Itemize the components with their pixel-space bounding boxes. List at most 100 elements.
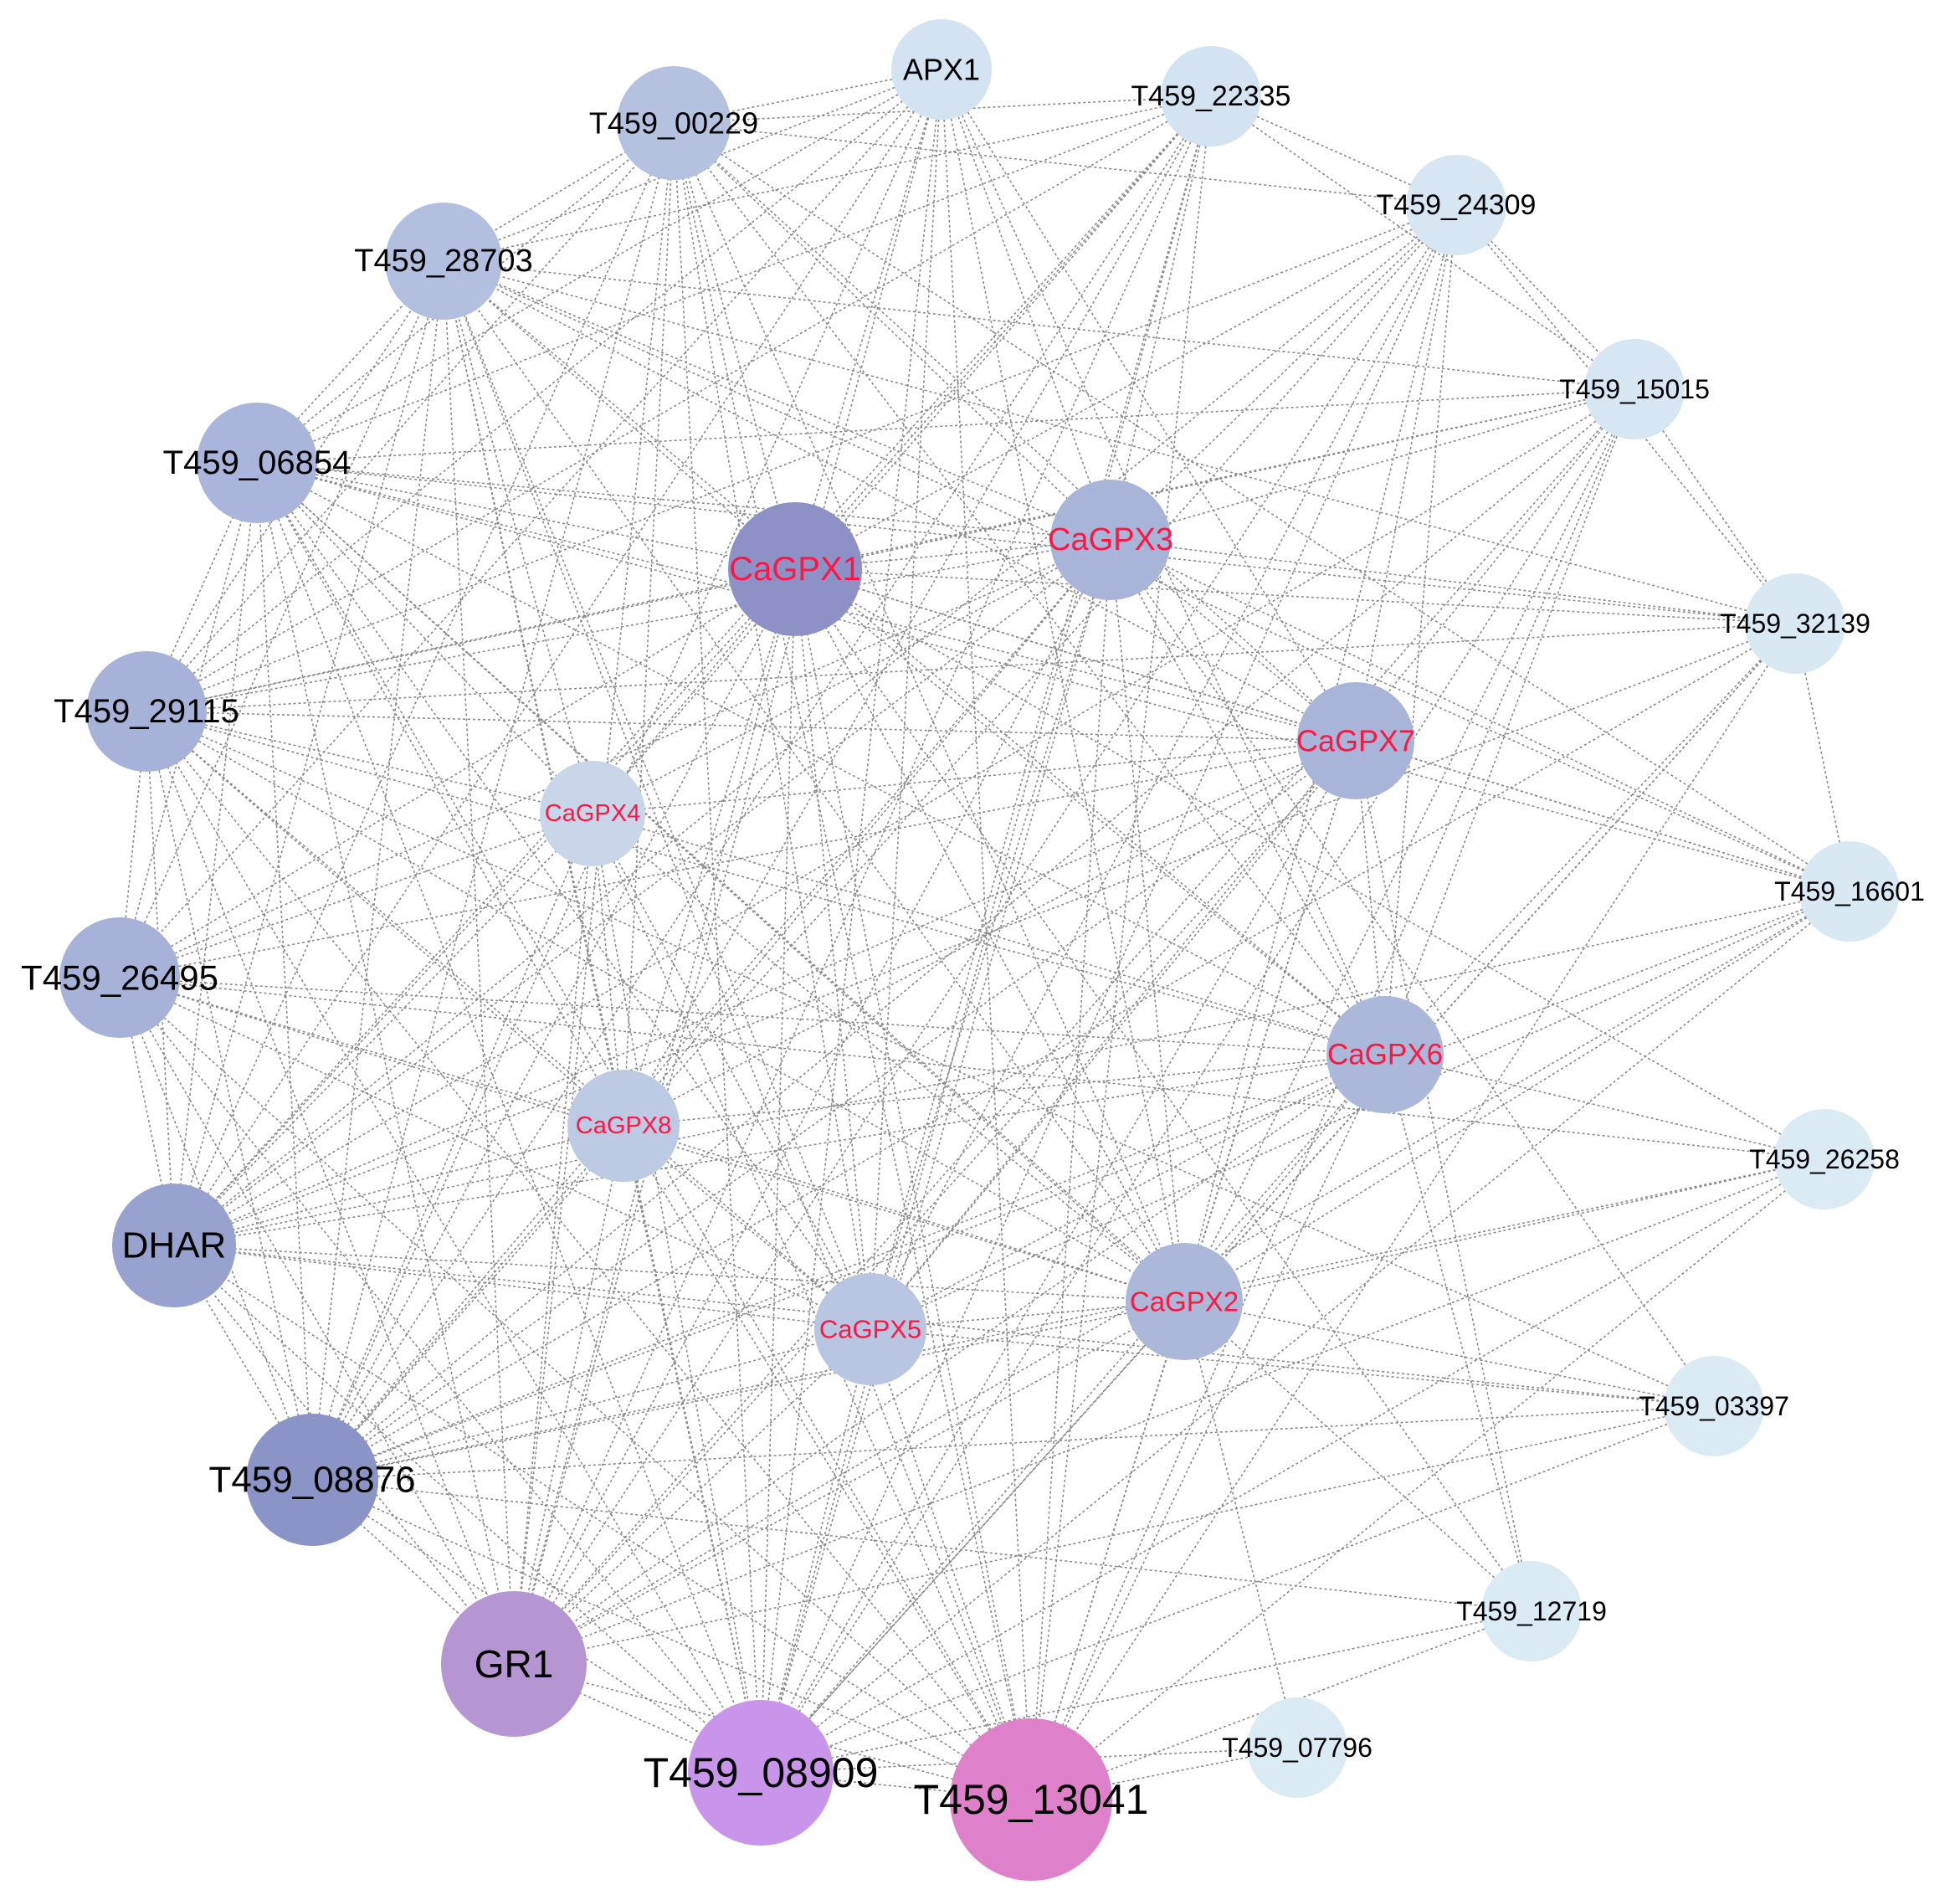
edge-T459_08876-CaGPX6: [311, 1054, 1386, 1481]
edge-T459_08909-T459_00229: [673, 122, 762, 1774]
node-label-CaGPX5: CaGPX5: [819, 1315, 921, 1344]
node-circle-T459_26495: [59, 917, 180, 1038]
edge-T459_22335-T459_08876: [311, 95, 1212, 1481]
edge-T459_00229-CaGPX8: [623, 122, 675, 1127]
edge-CaGPX7-CaGPX8: [623, 740, 1357, 1127]
edge-T459_08876-CaGPX7: [311, 740, 1357, 1481]
edge-T459_15015-CaGPX1: [794, 388, 1635, 570]
edge-T459_13041-DHAR: [173, 1245, 1032, 1800]
edge-T459_22335-CaGPX4: [592, 95, 1212, 814]
node-circle-CaGPX2: [1126, 1243, 1243, 1360]
edge-layer: [119, 69, 1850, 1800]
node-circle-T459_32139: [1745, 573, 1845, 674]
edge-APX1-CaGPX6: [941, 69, 1386, 1055]
edge-GR1-CaGPX7: [513, 740, 1357, 1665]
node-label-T459_12719: T459_12719: [1456, 1596, 1607, 1626]
node-label-T459_16601: T459_16601: [1774, 876, 1925, 906]
edge-T459_08909-T459_26495: [119, 977, 762, 1774]
edge-T459_08876-CaGPX1: [311, 568, 796, 1481]
node-T459_24309: T459_24309: [1377, 155, 1536, 255]
node-circle-CaGPX1: [728, 502, 862, 636]
edge-CaGPX1-CaGPX5: [794, 568, 871, 1330]
edge-T459_06854-CaGPX7: [256, 462, 1357, 742]
edge-T459_32139-CaGPX1: [794, 568, 1796, 624]
edge-T459_08876-T459_06854: [256, 462, 313, 1481]
edge-T459_13041-T459_28703: [443, 260, 1032, 1800]
edge-T459_13041-T459_06854: [256, 462, 1032, 1800]
edge-T459_24309-GR1: [513, 204, 1457, 1665]
edge-T459_24309-CaGPX7: [1355, 204, 1457, 742]
edge-CaGPX5-CaGPX4: [592, 813, 871, 1330]
node-label-T459_26258: T459_26258: [1749, 1144, 1900, 1174]
edge-T459_22335-T459_28703: [443, 95, 1212, 262]
edge-T459_08909-CaGPX3: [760, 539, 1111, 1774]
node-label-CaGPX2: CaGPX2: [1130, 1286, 1239, 1317]
edge-T459_06854-CaGPX8: [256, 462, 624, 1127]
edge-APX1-CaGPX5: [870, 69, 942, 1330]
edge-GR1-CaGPX6: [513, 1054, 1386, 1665]
node-label-T459_06854: T459_06854: [163, 444, 351, 481]
edge-T459_22335-T459_13041: [1030, 95, 1212, 1800]
edge-T459_16601-T459_00229: [673, 122, 1850, 892]
edge-APX1-T459_08909: [760, 69, 942, 1774]
edge-T459_26258-T459_08909: [760, 1158, 1825, 1774]
edge-T459_00229-CaGPX1: [673, 122, 796, 570]
node-T459_16601: T459_16601: [1774, 841, 1925, 942]
node-T459_13041: T459_13041: [914, 1718, 1148, 1881]
node-label-CaGPX7: CaGPX7: [1296, 724, 1415, 758]
edge-T459_28703-CaGPX5: [443, 260, 871, 1330]
node-CaGPX1: CaGPX1: [728, 502, 862, 636]
node-circle-CaGPX7: [1297, 682, 1414, 799]
edge-T459_32139-T459_29115: [146, 623, 1796, 712]
edge-DHAR-CaGPX6: [173, 1054, 1386, 1246]
node-circle-T459_08909: [688, 1700, 834, 1846]
edge-CaGPX3-CaGPX4: [592, 539, 1111, 814]
edge-T459_22335-T459_29115: [146, 95, 1212, 712]
edge-T459_08909-DHAR: [173, 1245, 762, 1774]
node-label-CaGPX6: CaGPX6: [1327, 1039, 1443, 1071]
edge-T459_15015-CaGPX6: [1384, 388, 1635, 1055]
node-circle-T459_07796: [1247, 1697, 1347, 1798]
edge-CaGPX1-CaGPX7: [794, 568, 1357, 742]
edge-T459_32139-T459_28703: [443, 260, 1796, 624]
edge-T459_15015-T459_08876: [311, 388, 1635, 1481]
edge-T459_24309-T459_08909: [760, 204, 1457, 1774]
node-CaGPX3: CaGPX3: [1048, 480, 1173, 600]
edge-T459_32139-CaGPX6: [1384, 623, 1796, 1055]
edge-T459_03397-T459_08909: [760, 1405, 1715, 1774]
edge-CaGPX7-CaGPX2: [1183, 740, 1357, 1302]
edge-GR1-T459_00229: [513, 122, 675, 1665]
edge-T459_13041-T459_26495: [119, 977, 1032, 1800]
node-label-DHAR: DHAR: [122, 1225, 227, 1266]
edge-T459_15015-T459_08909: [760, 388, 1635, 1774]
edge-T459_24309-CaGPX3: [1110, 204, 1457, 541]
edge-APX1-T459_06854: [256, 69, 942, 464]
edge-T459_16601-T459_08909: [760, 891, 1850, 1774]
node-label-T459_15015: T459_15015: [1559, 374, 1710, 404]
edge-GR1-T459_29115: [146, 711, 515, 1665]
edge-T459_13041-CaGPX2: [1030, 1301, 1185, 1800]
node-label-T459_22335: T459_22335: [1131, 80, 1291, 112]
edge-T459_15015-T459_28703: [443, 260, 1635, 390]
edge-T459_22335-T459_00229: [673, 95, 1212, 124]
node-circle-T459_24309: [1406, 155, 1506, 255]
edge-CaGPX6-CaGPX5: [870, 1054, 1386, 1330]
edge-T459_28703-CaGPX3: [443, 260, 1111, 541]
edge-T459_28703-CaGPX4: [443, 260, 593, 814]
edge-T459_16601-CaGPX7: [1355, 740, 1850, 892]
edge-CaGPX3-CaGPX2: [1110, 539, 1185, 1302]
edge-APX1-CaGPX2: [941, 69, 1185, 1302]
edge-T459_29115-CaGPX2: [146, 711, 1185, 1302]
node-circle-T459_29115: [86, 651, 207, 772]
edge-T459_29115-CaGPX6: [146, 711, 1386, 1055]
edge-T459_24309-CaGPX1: [794, 204, 1457, 570]
edge-T459_26258-GR1: [513, 1158, 1825, 1665]
node-CaGPX7: CaGPX7: [1296, 682, 1415, 799]
node-label-T459_00229: T459_00229: [589, 106, 758, 141]
edge-T459_16601-DHAR: [173, 891, 1850, 1246]
node-label-T459_07796: T459_07796: [1222, 1733, 1373, 1763]
edge-T459_08876-CaGPX8: [311, 1125, 624, 1481]
edge-T459_12719-T459_08909: [760, 1610, 1532, 1774]
node-T459_06854: T459_06854: [163, 403, 351, 523]
edge-T459_03397-T459_08876: [311, 1405, 1715, 1481]
